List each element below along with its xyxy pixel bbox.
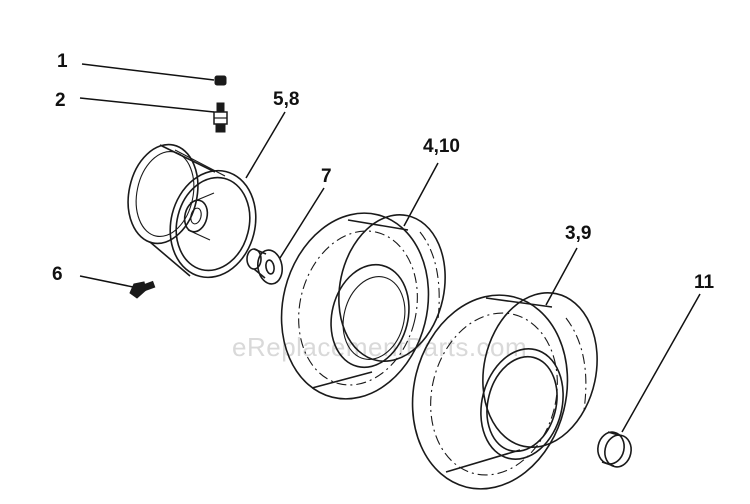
callout-2: 2 <box>55 90 66 111</box>
callout-11: 11 <box>694 272 715 293</box>
callout-6: 6 <box>52 264 63 285</box>
part-3-9-tire <box>411 247 598 490</box>
callout-4-10: 4,10 <box>423 136 460 157</box>
callout-1: 1 <box>57 51 68 72</box>
callout-5-8: 5,8 <box>273 89 299 110</box>
part-5-8-rim <box>127 111 286 279</box>
leader-6 <box>79 275 139 289</box>
part-7-bushing <box>246 187 325 285</box>
leader-11 <box>621 293 701 433</box>
callout-7: 7 <box>321 166 332 187</box>
part-1-grease-fitting <box>81 63 227 86</box>
part-2-thread <box>215 123 226 133</box>
leader-1 <box>81 63 215 81</box>
leader-2 <box>79 97 215 113</box>
callout-3-9: 3,9 <box>565 223 591 244</box>
leader-5-8 <box>245 111 286 179</box>
part-2-nozzle <box>216 102 225 113</box>
part-6-valve-stem <box>79 275 156 299</box>
part-1-shape <box>214 75 227 86</box>
part-2-fitting <box>79 97 228 133</box>
leader-7 <box>279 187 325 259</box>
leader-3-9 <box>545 247 578 306</box>
part-11-hub-cap <box>597 293 701 468</box>
part-4-10-tire <box>280 162 446 400</box>
